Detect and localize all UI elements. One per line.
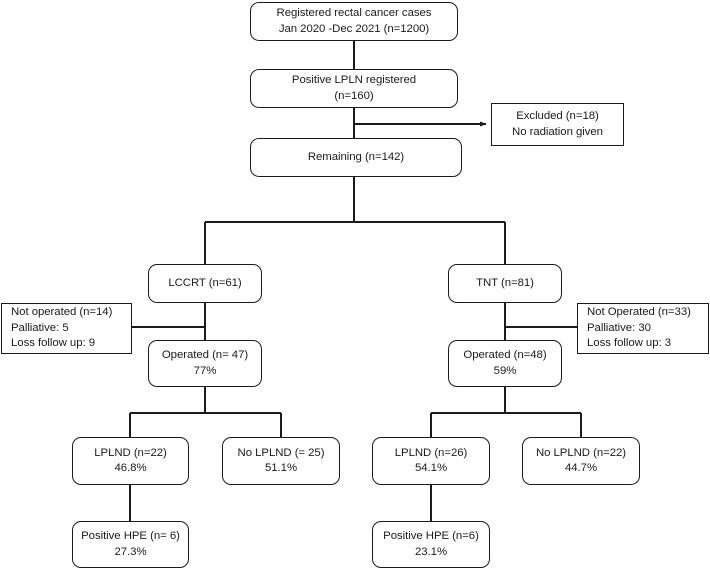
node-line: 23.1%: [414, 545, 448, 558]
node-line: No radiation given: [512, 125, 603, 138]
node-line: Positive LPLN registered: [291, 74, 417, 86]
node-line: 77%: [193, 364, 217, 377]
node-line: Loss follow up: 9: [11, 337, 95, 350]
node-lplnd-tnt: LPLND (n=26) 54.1%: [372, 437, 490, 485]
node-operated-tnt: Operated (n=48) 59%: [448, 340, 562, 387]
node-not-operated-tnt: Not Operated (n=33) Palliative: 30 Loss …: [577, 303, 709, 354]
node-line: Jan 2020 -Dec 2021 (n=1200): [278, 22, 430, 35]
node-line: Not Operated (n=33): [587, 306, 691, 319]
node-operated-lccrt: Operated (n= 47) 77%: [148, 340, 262, 387]
node-line: Excluded (n=18): [516, 110, 599, 122]
node-line: 59%: [493, 364, 517, 377]
node-no-lplnd-tnt: No LPLND (n=22) 44.7%: [522, 437, 640, 485]
node-positive-lpln-registered: Positive LPLN registered (n=160): [250, 69, 458, 108]
node-line: TNT (n=81): [476, 276, 534, 289]
node-line: Operated (n= 47): [161, 349, 249, 361]
node-line: LCCRT (n=61): [168, 276, 242, 289]
node-not-operated-lccrt: Not operated (n=14) Palliative: 5 Loss f…: [1, 303, 132, 354]
node-line: (n=160): [334, 89, 374, 102]
node-line: 46.8%: [114, 462, 147, 474]
node-line: 51.1%: [264, 462, 298, 474]
node-line: No LPLND (= 25): [237, 446, 325, 459]
node-positive-hpe-tnt: Positive HPE (n=6) 23.1%: [372, 521, 490, 568]
node-line: LPLND (n=26): [394, 446, 468, 459]
node-line: Registered rectal cancer cases: [276, 7, 432, 19]
node-line: Palliative: 30: [587, 321, 651, 334]
node-line: Not operated (n=14): [11, 306, 113, 319]
node-excluded: Excluded (n=18) No radiation given: [491, 103, 624, 146]
node-no-lplnd-lccrt: No LPLND (= 25) 51.1%: [222, 437, 340, 485]
node-line: Positive HPE (n= 6): [81, 530, 180, 542]
node-tnt: TNT (n=81): [448, 264, 562, 303]
node-line: Positive HPE (n=6): [383, 530, 479, 542]
node-positive-hpe-lccrt: Positive HPE (n= 6) 27.3%: [72, 521, 189, 568]
node-remaining: Remaining (n=142): [250, 138, 462, 177]
node-line: Operated (n=48): [463, 349, 547, 361]
node-line: LPLND (n=22): [94, 446, 167, 459]
node-lccrt: LCCRT (n=61): [148, 264, 262, 303]
node-line: Loss follow up: 3: [587, 337, 671, 350]
node-line: 44.7%: [564, 462, 598, 474]
node-registered-cases: Registered rectal cancer cases Jan 2020 …: [250, 2, 458, 41]
node-lplnd-lccrt: LPLND (n=22) 46.8%: [72, 437, 189, 485]
node-line: Palliative: 5: [11, 321, 69, 334]
node-line: 27.3%: [114, 545, 147, 558]
node-line: 54.1%: [414, 462, 448, 474]
node-line: No LPLND (n=22): [535, 446, 627, 459]
node-line: Remaining (n=142): [307, 150, 405, 163]
